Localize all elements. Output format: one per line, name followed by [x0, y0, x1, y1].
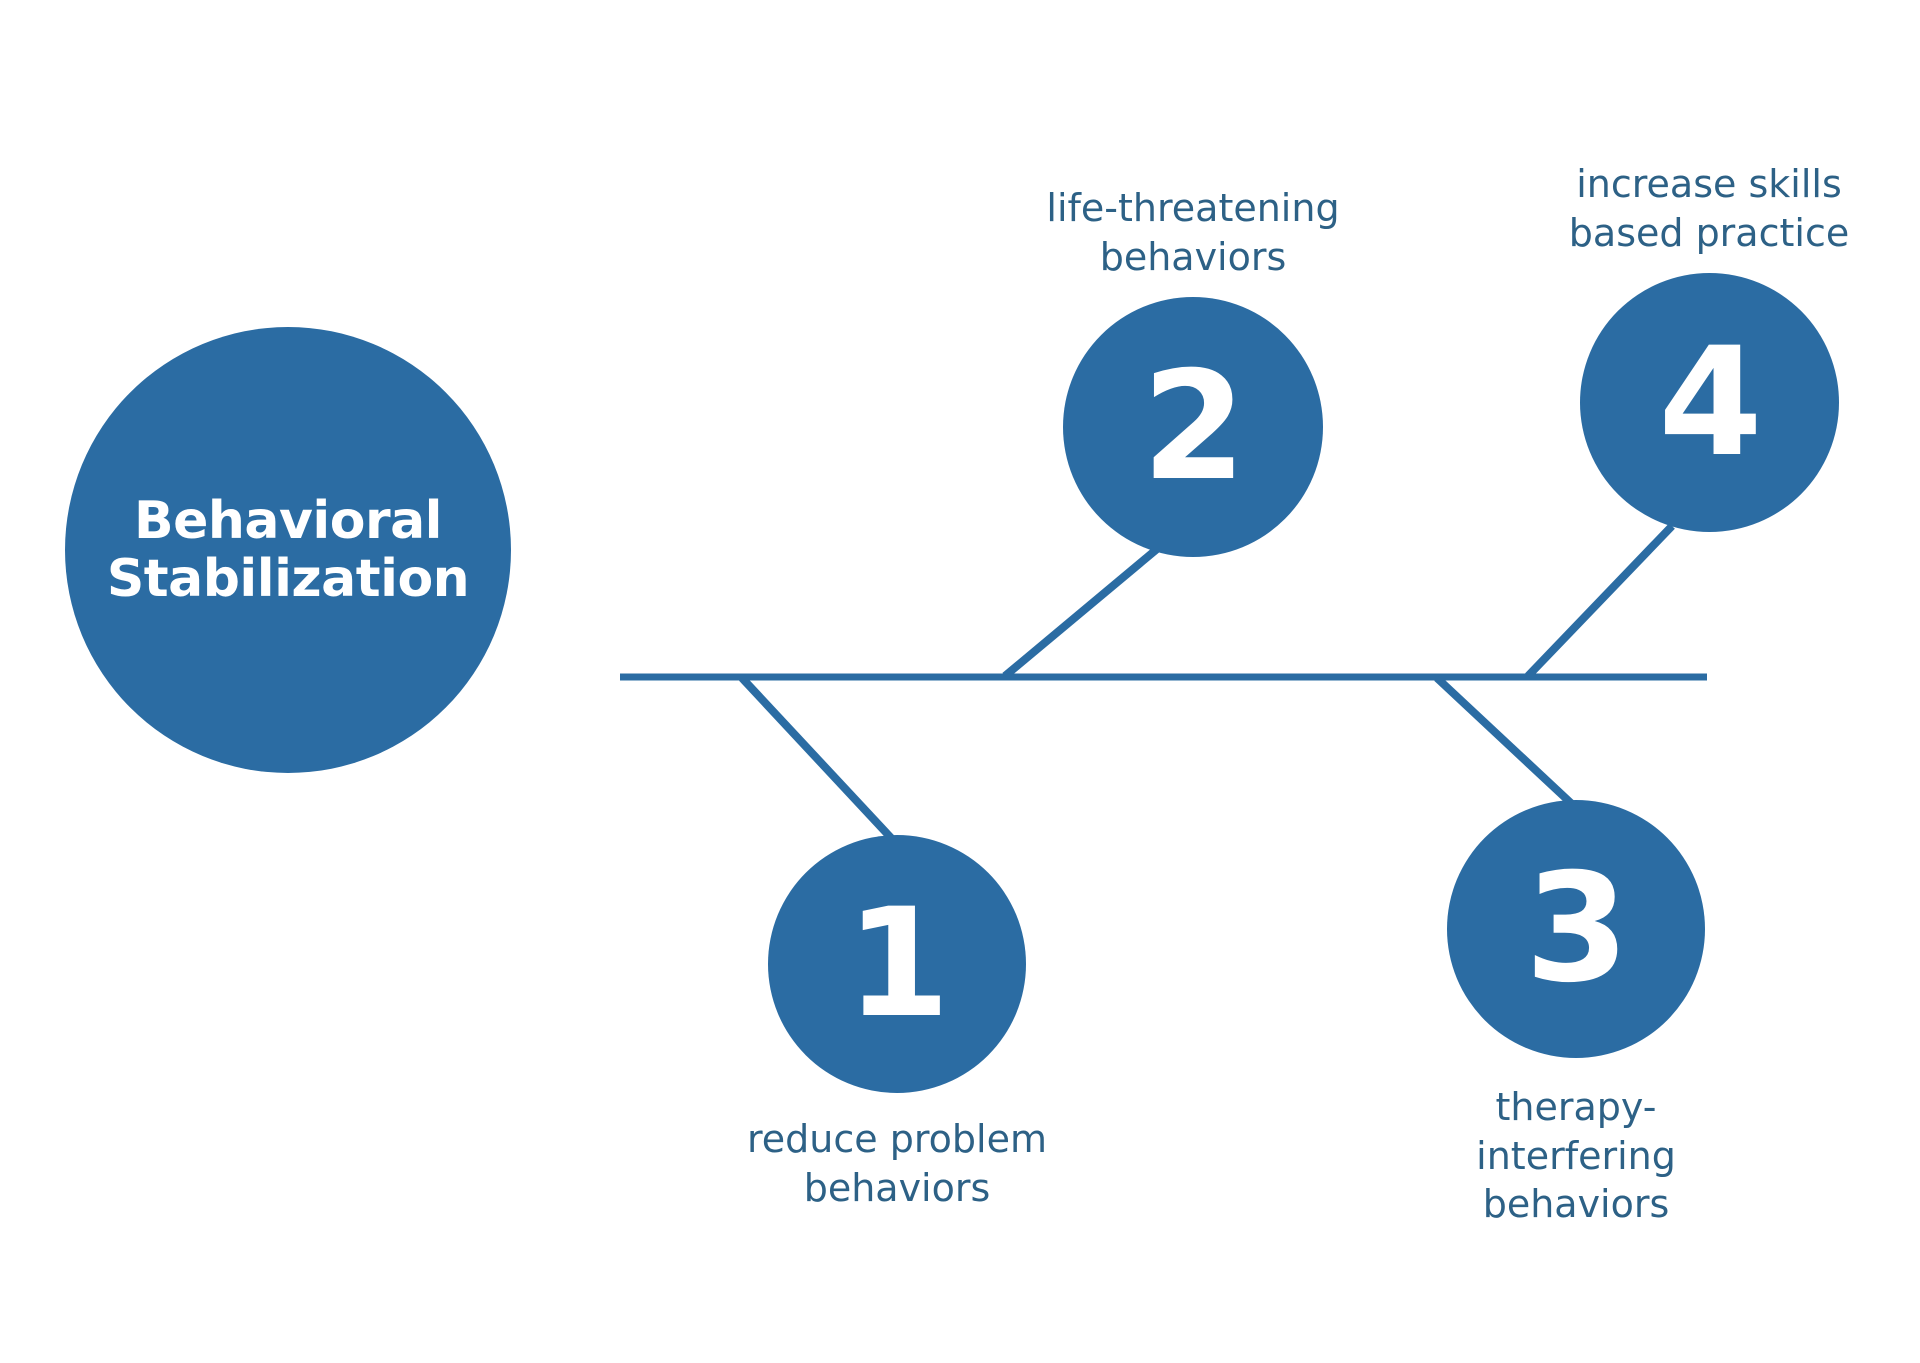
branch-line-1: [739, 675, 896, 843]
branch-number-4: 4: [1658, 315, 1762, 490]
branch-node-3[interactable]: 3: [1447, 800, 1705, 1058]
branch-node-4[interactable]: 4: [1580, 273, 1839, 532]
branch-label-1: reduce problem behaviors: [747, 1117, 1047, 1210]
branch-number-3: 3: [1524, 842, 1629, 1016]
branch-line-4: [1525, 523, 1675, 679]
branch-line-2: [1002, 540, 1166, 680]
branch-number-1: 1: [845, 877, 950, 1051]
branch-line-3: [1434, 675, 1576, 808]
main-node-label: Behavioral Stabilization: [106, 490, 470, 609]
main-node-circle[interactable]: Behavioral Stabilization: [65, 327, 511, 773]
branch-label-3: therapy- interfering behaviors: [1476, 1085, 1676, 1227]
branch-node-1[interactable]: 1: [768, 835, 1026, 1093]
branch-number-2: 2: [1141, 340, 1246, 514]
branch-label-2: life-threatening behaviors: [1046, 186, 1340, 279]
branch-node-2[interactable]: 2: [1063, 297, 1323, 557]
branch-label-4: increase skills based practice: [1568, 162, 1850, 255]
